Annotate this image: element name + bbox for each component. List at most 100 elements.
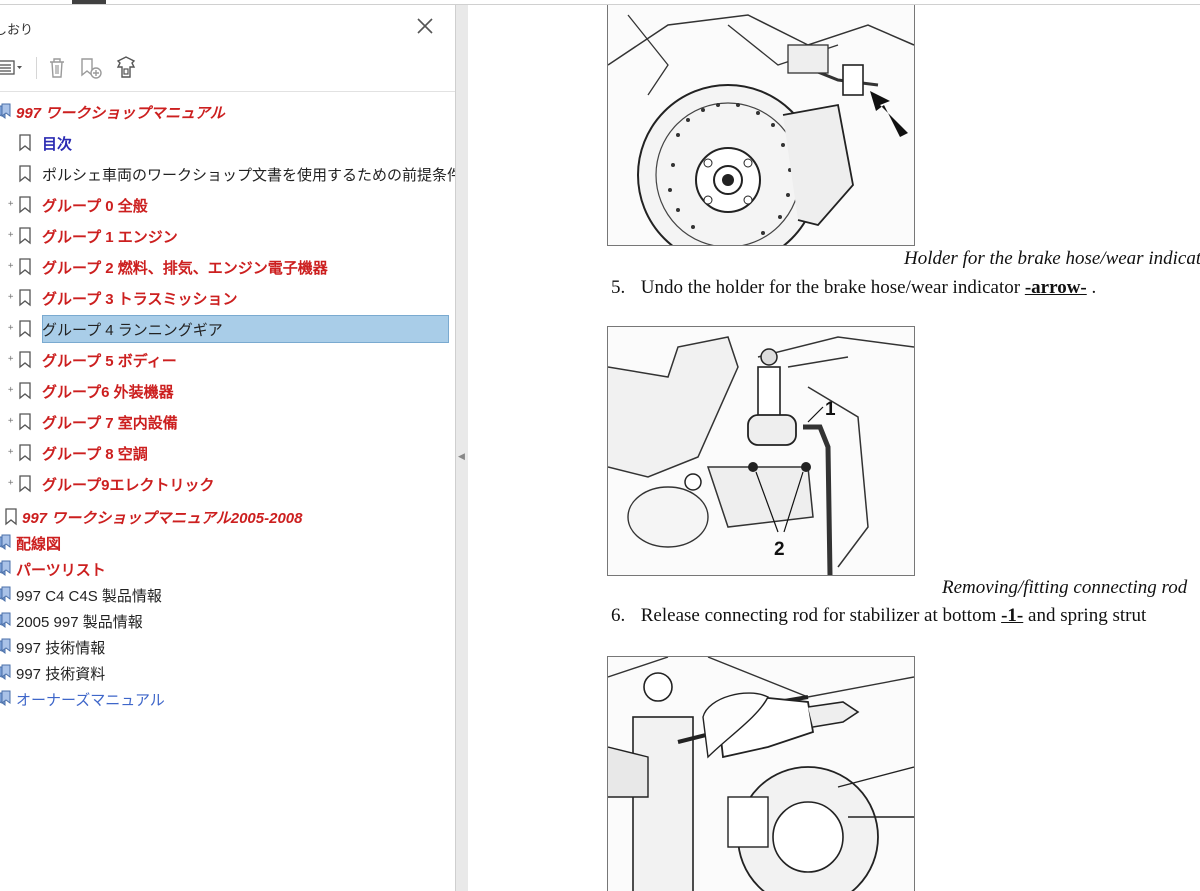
expand-toggle-icon[interactable]: + (8, 416, 14, 426)
options-menu-button[interactable] (0, 53, 28, 81)
list-options-icon (0, 60, 22, 75)
trash-icon (50, 58, 64, 78)
step-text: Undo the holder for the brake hose/wear … (640, 277, 1021, 298)
bookmark-item[interactable]: + グループ9エレクトリック (8, 470, 215, 498)
bookmark-item[interactable]: 997 C4 C4S 製品情報 (0, 581, 162, 609)
toolbar-separator (36, 57, 37, 79)
close-panel-button[interactable] (414, 15, 436, 37)
bookmark-label: 997 技術情報 (16, 639, 106, 657)
selection-highlight (42, 315, 449, 343)
figure-connecting-rod: 1 2 (607, 326, 915, 576)
bookmark-icon (18, 134, 32, 152)
callout-2: 2 (774, 539, 785, 560)
bookmark-label: 目次 (42, 135, 73, 153)
expand-toggle-icon[interactable]: + (8, 478, 14, 488)
bookmark-item[interactable]: + グループ 5 ボディー (8, 346, 177, 374)
step-reference: -1- (1001, 605, 1024, 626)
bookmark-label: グループ 3 トラスミッション (42, 290, 238, 308)
bookmark-label: グループ 7 室内設備 (42, 414, 178, 432)
expand-toggle-icon[interactable]: + (8, 447, 14, 457)
bookmark-item[interactable]: 997 技術資料 (0, 659, 105, 687)
bookmark-folder-icon (0, 103, 12, 121)
bookmark-label: グループ 4 ランニングギア (42, 321, 223, 339)
bookmark-label: パーツリスト (16, 561, 106, 579)
bookmarks-panel: しおり (0, 5, 456, 891)
connecting-rod-illustration: 1 2 (608, 327, 914, 575)
drive-shaft-illustration (608, 657, 914, 891)
bookmark-label: グループ 8 空調 (42, 445, 148, 463)
bookmark-item[interactable]: ポルシェ車両のワークショップ文書を使用するための前提条件 (18, 160, 456, 188)
bookmark-tag-icon (116, 56, 136, 78)
bookmark-label: 2005 997 製品情報 (16, 613, 143, 631)
collapse-arrow-icon[interactable]: ◀ (458, 452, 465, 462)
bookmark-label: グループ 5 ボディー (42, 352, 177, 370)
bookmark-item[interactable]: 2005 997 製品情報 (0, 607, 143, 635)
step-number: 6. (611, 605, 626, 626)
figure-drive-shaft (607, 656, 915, 891)
bookmark-item[interactable]: 997 技術情報 (0, 633, 105, 661)
bookmark-item[interactable]: 997 ワークショップマニュアル2005-2008 (4, 503, 302, 531)
expand-toggle-icon[interactable]: + (8, 292, 14, 302)
bookmark-item[interactable]: オーナーズマニュアル (0, 685, 165, 713)
bookmark-item[interactable]: + グループ 3 トラスミッション (8, 284, 238, 312)
bookmark-item[interactable]: + グループ 8 空調 (8, 439, 148, 467)
step-text-end: . (1086, 277, 1097, 298)
expand-toggle-icon[interactable]: + (8, 385, 14, 395)
figure-brake-hose-holder (607, 5, 915, 246)
bookmark-label: グループ 1 エンジン (42, 228, 178, 246)
bookmark-label: 997 C4 C4S 製品情報 (16, 587, 162, 605)
new-bookmark-button[interactable] (78, 53, 104, 81)
bookmark-icon (18, 196, 32, 214)
bookmark-label: ポルシェ車両のワークショップ文書を使用するための前提条件 (42, 166, 456, 184)
expand-toggle-icon[interactable]: + (8, 261, 14, 271)
panel-splitter[interactable]: ◀ (455, 5, 469, 891)
step-6: 6. Release connecting rod for stabilizer… (611, 605, 1146, 627)
bookmark-folder-icon (0, 638, 12, 656)
bookmark-label: 997 ワークショップマニュアル2005-2008 (22, 509, 303, 527)
bookmark-folder-icon (0, 664, 12, 682)
bookmark-label: 997 ワークショップマニュアル (16, 104, 225, 122)
bookmark-label: グループ6 外装機器 (42, 383, 174, 401)
brake-disc-illustration (608, 5, 914, 245)
bookmark-icon (18, 258, 32, 276)
window-top-edge (0, 0, 1200, 5)
expand-bookmark-button[interactable] (112, 53, 140, 81)
bookmark-icon (18, 165, 32, 183)
bookmark-icon (18, 413, 32, 431)
bookmark-label: 997 技術資料 (16, 665, 106, 683)
step-text-end: and spring strut (1023, 605, 1147, 626)
bookmark-icon (18, 475, 32, 493)
step-number: 5. (611, 277, 626, 298)
close-icon (417, 18, 433, 34)
step-5: 5. Undo the holder for the brake hose/we… (611, 277, 1096, 299)
bookmark-folder-icon (0, 612, 12, 630)
bookmark-icon (18, 227, 32, 245)
toolbar-divider (0, 91, 455, 92)
bookmark-folder-icon (0, 560, 12, 578)
bookmark-item[interactable]: 目次 (18, 129, 72, 157)
bookmark-item[interactable]: 配線図 (0, 529, 61, 557)
bookmark-item[interactable]: パーツリスト (0, 555, 106, 583)
callout-1: 1 (825, 399, 836, 420)
expand-toggle-icon[interactable]: + (8, 323, 14, 333)
bookmark-item[interactable]: + グループ 4 ランニングギア (8, 315, 449, 343)
step-reference: -arrow- (1024, 277, 1087, 298)
bookmark-icon (18, 382, 32, 400)
figure1-caption: Holder for the brake hose/wear indicator (904, 248, 1200, 269)
expand-toggle-icon[interactable]: + (8, 199, 14, 209)
document-view: Holder for the brake hose/wear indicator… (468, 5, 1200, 891)
bookmark-item[interactable]: +グループ 0 全般 (8, 191, 148, 219)
bookmark-label: グループ9エレクトリック (42, 476, 215, 494)
expand-toggle-icon[interactable]: + (8, 230, 14, 240)
bookmark-item[interactable]: + グループ 7 室内設備 (8, 408, 178, 436)
bookmark-item[interactable]: + グループ 1 エンジン (8, 222, 178, 250)
delete-bookmark-button[interactable] (45, 53, 69, 81)
bookmark-item[interactable]: + グループ6 外装機器 (8, 377, 174, 405)
bookmark-item[interactable]: 997 ワークショップマニュアル (0, 98, 225, 126)
bookmark-item[interactable]: +グループ 2 燃料、排気、エンジン電子機器 (8, 253, 328, 281)
bookmark-icon (18, 289, 32, 307)
bookmark-folder-icon (0, 586, 12, 604)
add-bookmark-icon (81, 58, 102, 79)
bookmark-label: 配線図 (16, 535, 62, 553)
expand-toggle-icon[interactable]: + (8, 354, 14, 364)
